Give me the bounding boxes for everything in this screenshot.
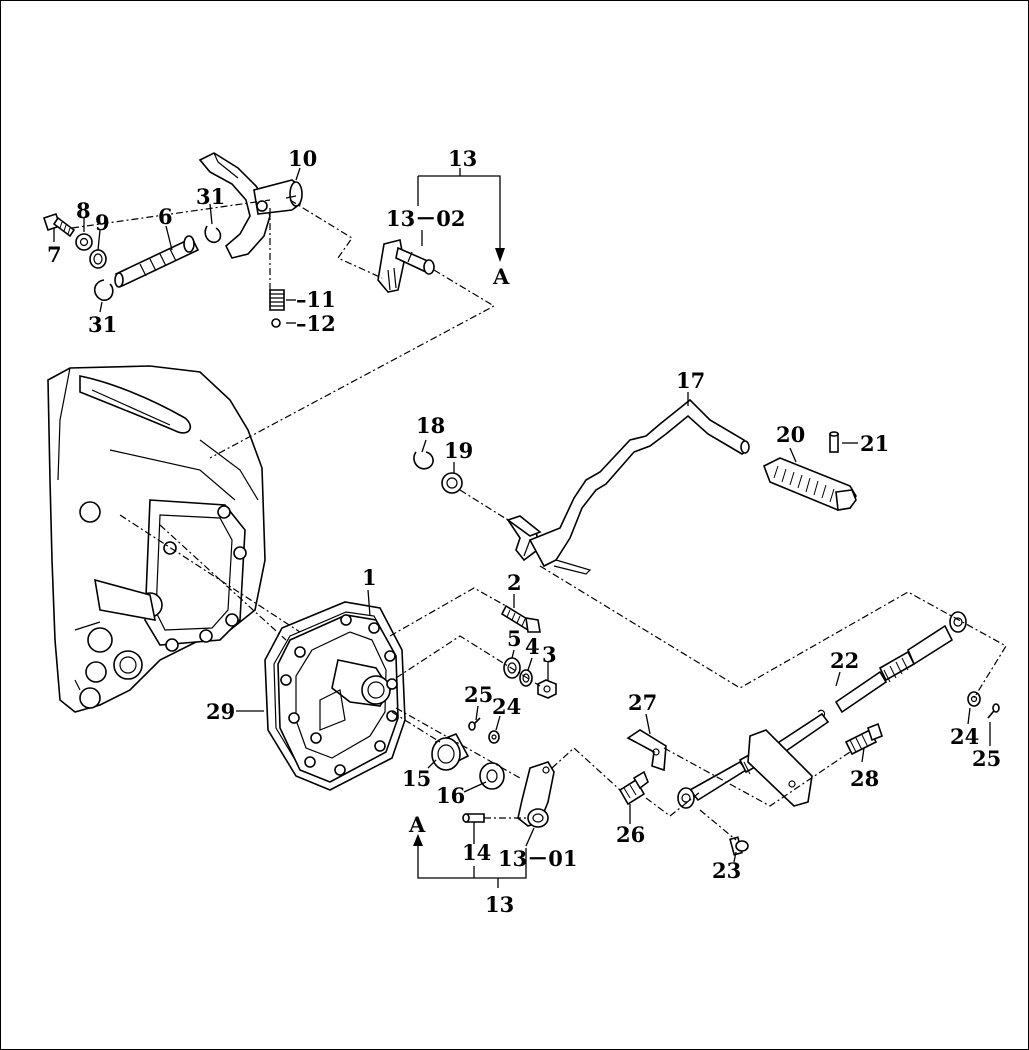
- shaft-axis-line: [71, 199, 271, 229]
- callout-27: 27: [628, 690, 657, 715]
- callout-13-bottom: 13: [485, 892, 514, 917]
- callout-9: 9: [95, 210, 110, 235]
- shift-shaft-6: [114, 235, 200, 288]
- callout-31-top: 31: [196, 184, 225, 209]
- callout-10: 10: [288, 146, 317, 171]
- bolt-2: [500, 604, 541, 633]
- callout-12: –12: [296, 311, 336, 336]
- callout-17: 17: [676, 368, 705, 393]
- callout-13-02: 13－02: [386, 206, 465, 231]
- transmission-housing: [47, 365, 266, 713]
- pedal-arm-17: [505, 398, 750, 575]
- callout-24-right: 24: [950, 724, 979, 749]
- shift-arm-13-02: [377, 239, 435, 293]
- callout-29: 29: [206, 699, 235, 724]
- callout-25-left: 25: [464, 682, 493, 707]
- callout-13-01: 13－01: [498, 846, 577, 871]
- callout-11-num: –11: [296, 287, 336, 312]
- bracket-13-bottom: [413, 834, 527, 888]
- ref-a-bottom: A: [408, 812, 426, 837]
- callout-26: 26: [616, 822, 645, 847]
- split-pin-25-right: [987, 703, 1000, 719]
- bracket-27: [626, 729, 667, 772]
- callout-24-left: 24: [492, 694, 521, 719]
- callout-21: 21: [860, 431, 889, 456]
- callout-8: 8: [76, 198, 91, 223]
- adjuster-28: [844, 722, 883, 756]
- bushing-15: [431, 732, 470, 771]
- callout-19: 19: [444, 438, 473, 463]
- side-cover-1: [277, 614, 399, 783]
- callout-1: 1: [362, 565, 377, 590]
- split-pin-25-left: [468, 717, 481, 731]
- clevis-pin-23: [729, 836, 749, 856]
- callout-2: 2: [507, 570, 522, 595]
- snap-ring-31-upper: [204, 225, 222, 244]
- washer-24-right: [967, 691, 981, 707]
- callout-16: 16: [436, 783, 465, 808]
- callout-22: 22: [830, 648, 859, 673]
- pedal-pad-20: [762, 457, 857, 511]
- callout-25-right: 25: [972, 746, 1001, 771]
- washer-4: [519, 669, 533, 687]
- switch-26: [618, 770, 649, 806]
- callout-31-bottom: 31: [88, 312, 117, 337]
- spring-11: [269, 289, 285, 311]
- leader-lines: [53, 167, 991, 863]
- pedal-axis-line: [459, 489, 509, 521]
- callout-15: 15: [402, 766, 431, 791]
- bracket-plate-22: [747, 729, 813, 807]
- washer-16: [479, 762, 505, 790]
- callout-6: 6: [158, 204, 173, 229]
- callout-18: 18: [416, 413, 445, 438]
- washer-24-left: [488, 730, 500, 744]
- assembly-lines: [119, 199, 1007, 841]
- bolt-7: [42, 212, 76, 238]
- ref-a-top: A: [492, 264, 510, 289]
- snap-ring-31-lower: [93, 279, 114, 301]
- washer-19: [441, 472, 463, 494]
- callout-5: 5: [507, 626, 522, 651]
- ball-12: [271, 318, 281, 328]
- callout-4: 4: [525, 634, 540, 659]
- pin-14: [462, 813, 485, 823]
- washer-8: [75, 233, 93, 251]
- callout-20: 20: [776, 422, 805, 447]
- lever-13-01: [517, 761, 555, 828]
- callout-labels: 7 8 9 6 31 10 31 –11 –12 13 13－02 A 18 1…: [47, 146, 1001, 917]
- shift-fork-10: [198, 152, 303, 259]
- bracket-13-top: [417, 168, 505, 262]
- callout-14: 14: [462, 840, 491, 865]
- snap-ring-18: [413, 451, 434, 470]
- pin-21: [829, 431, 839, 453]
- callout-7: 7: [47, 242, 62, 267]
- callout-3: 3: [542, 642, 557, 667]
- nut-3: [537, 679, 557, 699]
- rod-assembly-22: [677, 611, 967, 809]
- callout-23: 23: [712, 858, 741, 883]
- callout-13-top: 13: [448, 146, 477, 171]
- callout-28: 28: [850, 766, 879, 791]
- washer-9: [89, 249, 107, 269]
